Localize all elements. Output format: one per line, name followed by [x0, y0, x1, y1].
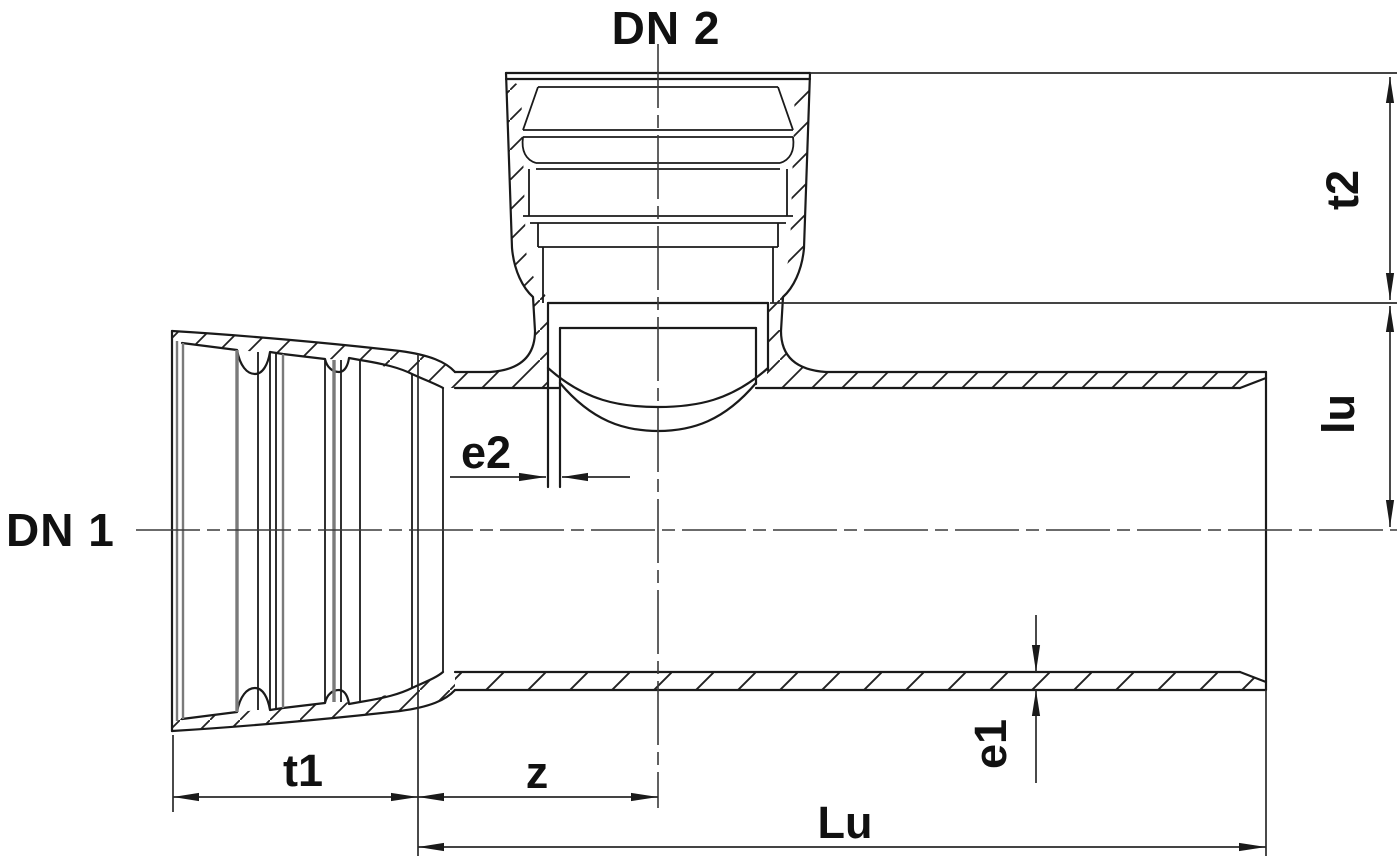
- wall-hatching: [172, 79, 1266, 731]
- label-dn2: DN 2: [612, 2, 721, 54]
- dn1-socket-bottom-inner-profile: [180, 670, 445, 721]
- dn1-socket-bottom-wall-hatch: [172, 672, 455, 731]
- dn1-socket-top-wall-hatch: [172, 331, 455, 388]
- nominal-labels: DN 2 DN 1: [6, 2, 721, 556]
- pipe-spigot-top-chamfer: [1238, 376, 1268, 390]
- dn2-neck-bore-lines: [546, 301, 770, 489]
- dn1-socket-groove-lines: [175, 341, 444, 721]
- dimensions: t2 lu e1 e2 t1 z L: [172, 72, 1397, 856]
- label-Lu: Lu: [818, 797, 873, 848]
- dimension-t1: t1: [173, 745, 418, 802]
- dn2-left-outer-wall: [488, 71, 537, 374]
- dimension-t2: t2: [1317, 77, 1395, 300]
- main-pipe: [453, 370, 1268, 692]
- label-dn1: DN 1: [6, 504, 115, 556]
- dn1-socket-top-inner-profile: [180, 341, 445, 390]
- dn1-socket: [170, 329, 457, 733]
- dimension-e1: e1: [965, 615, 1041, 783]
- dn2-right-outer-wall: [779, 71, 828, 374]
- label-z: z: [526, 747, 549, 798]
- dimension-Lu: Lu: [418, 797, 1266, 852]
- dimension-lu: lu: [1313, 306, 1395, 527]
- dimension-z: z: [418, 747, 658, 802]
- centerlines: [136, 44, 1397, 808]
- dn2-branch-right-wall-hatch: [756, 79, 1266, 388]
- pipe-spigot-bottom-chamfer: [1238, 670, 1268, 684]
- dn1-socket-bottom-outer-contour: [170, 688, 457, 733]
- label-e2: e2: [461, 427, 511, 478]
- pipe-bottom-wall-hatch: [455, 672, 1266, 690]
- label-e1: e1: [965, 719, 1016, 769]
- dn1-socket-top-outer-contour: [170, 329, 457, 374]
- label-t1: t1: [283, 745, 323, 796]
- dimension-e2: e2: [450, 427, 630, 482]
- label-lu: lu: [1313, 394, 1364, 434]
- label-t2: t2: [1317, 170, 1368, 210]
